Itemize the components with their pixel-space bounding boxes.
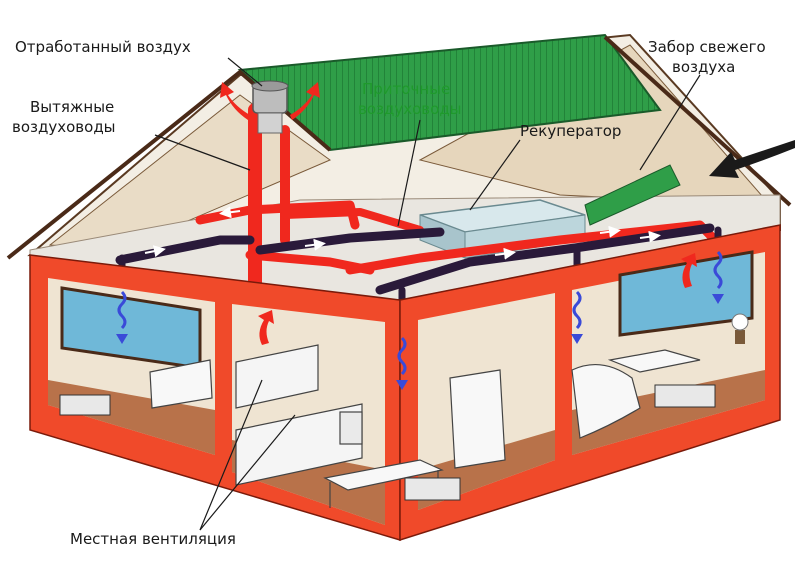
label-exhaust-ducts-line2: воздуховоды: [12, 118, 116, 136]
label-local-ventilation: Местная вентиляция: [70, 530, 236, 548]
fresh-air-arrow-icon: [709, 140, 795, 178]
leader-lines: [154, 57, 701, 531]
armchair: [571, 364, 641, 439]
room-exhaust-arrows: [258, 253, 697, 345]
window-right: [618, 250, 754, 337]
radiator-left: [59, 394, 111, 416]
wavy-airflow-icon: [117, 250, 723, 376]
label-exhaust-air: Отработанный воздух: [15, 38, 191, 56]
plant: [731, 313, 749, 344]
radiator-center: [404, 477, 461, 501]
label-fresh-air-line1: Забор свежего: [648, 38, 766, 56]
fridge: [449, 369, 506, 469]
label-exhaust-ducts-line1: Вытяжные: [30, 98, 115, 116]
side-table: [607, 349, 701, 373]
roof-edge-left: [6, 69, 332, 260]
label-supply-ducts-line2: воздуховоды: [358, 100, 462, 118]
air-arrow-icon: [220, 82, 320, 120]
label-recuperator: Рекуператор: [520, 122, 622, 140]
bathtub: [149, 359, 213, 409]
roof-edge-right: [603, 35, 792, 207]
radiator-right: [654, 384, 716, 408]
fan-cap-icon: [251, 80, 289, 134]
label-fresh-air-line2: воздуха: [672, 58, 736, 76]
fresh-air-intake-duct: [584, 164, 681, 226]
duct-flow-arrows: [144, 206, 661, 260]
label-supply-ducts-line1: Приточные: [362, 80, 451, 98]
